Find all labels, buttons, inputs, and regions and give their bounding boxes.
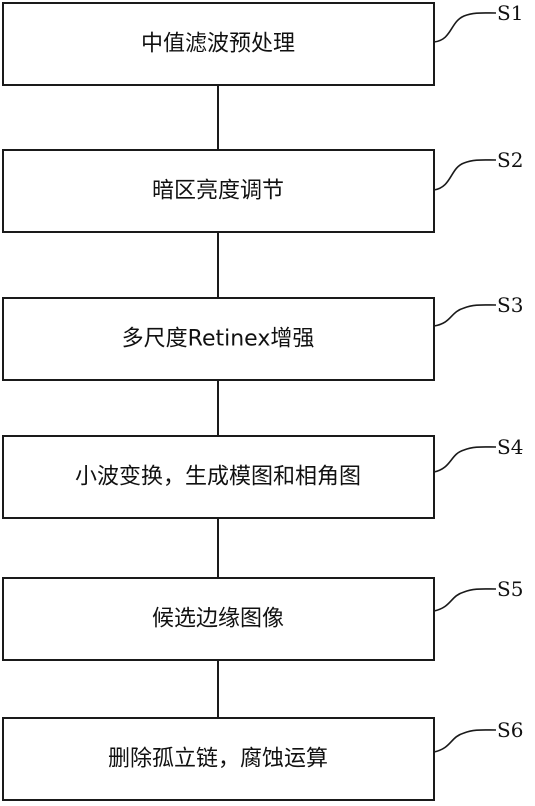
step-label-s1: S1 (497, 1, 523, 25)
step-text-s4: 小波变换，生成模图和相角图 (75, 465, 361, 490)
step-text-s2: 暗区亮度调节 (152, 179, 284, 204)
step-s5: 候选边缘图像 S5 (2, 577, 523, 661)
step-label-s5: S5 (497, 577, 523, 601)
step-box-s2 (2, 149, 435, 233)
step-text-s6: 删除孤立链，腐蚀运算 (108, 747, 328, 772)
step-label-s4: S4 (497, 435, 523, 459)
step-label-s3: S3 (497, 293, 523, 317)
step-s1: 中值滤波预处理 S1 (2, 1, 523, 86)
step-text-s3: 多尺度Retinex增强 (122, 327, 315, 352)
step-text-s5: 候选边缘图像 (152, 607, 284, 632)
callout-s5 (433, 588, 497, 612)
step-box-s4 (2, 435, 435, 519)
step-box-s6 (2, 717, 435, 801)
callout-s6 (433, 729, 497, 753)
callout-s2 (433, 159, 497, 191)
step-box-s3 (2, 297, 435, 381)
step-s6: 删除孤立链，腐蚀运算 S6 (2, 717, 523, 801)
callout-s3 (433, 304, 497, 327)
callout-s4 (433, 446, 497, 473)
step-label-s2: S2 (497, 148, 523, 172)
step-box-s1 (2, 2, 435, 86)
step-box-s5 (2, 577, 435, 661)
callout-s1 (433, 12, 497, 43)
step-s3: 多尺度Retinex增强 S3 (2, 293, 523, 381)
step-s4: 小波变换，生成模图和相角图 S4 (2, 435, 523, 519)
step-s2: 暗区亮度调节 S2 (2, 148, 523, 233)
step-label-s6: S6 (497, 718, 523, 742)
step-text-s1: 中值滤波预处理 (141, 32, 295, 57)
